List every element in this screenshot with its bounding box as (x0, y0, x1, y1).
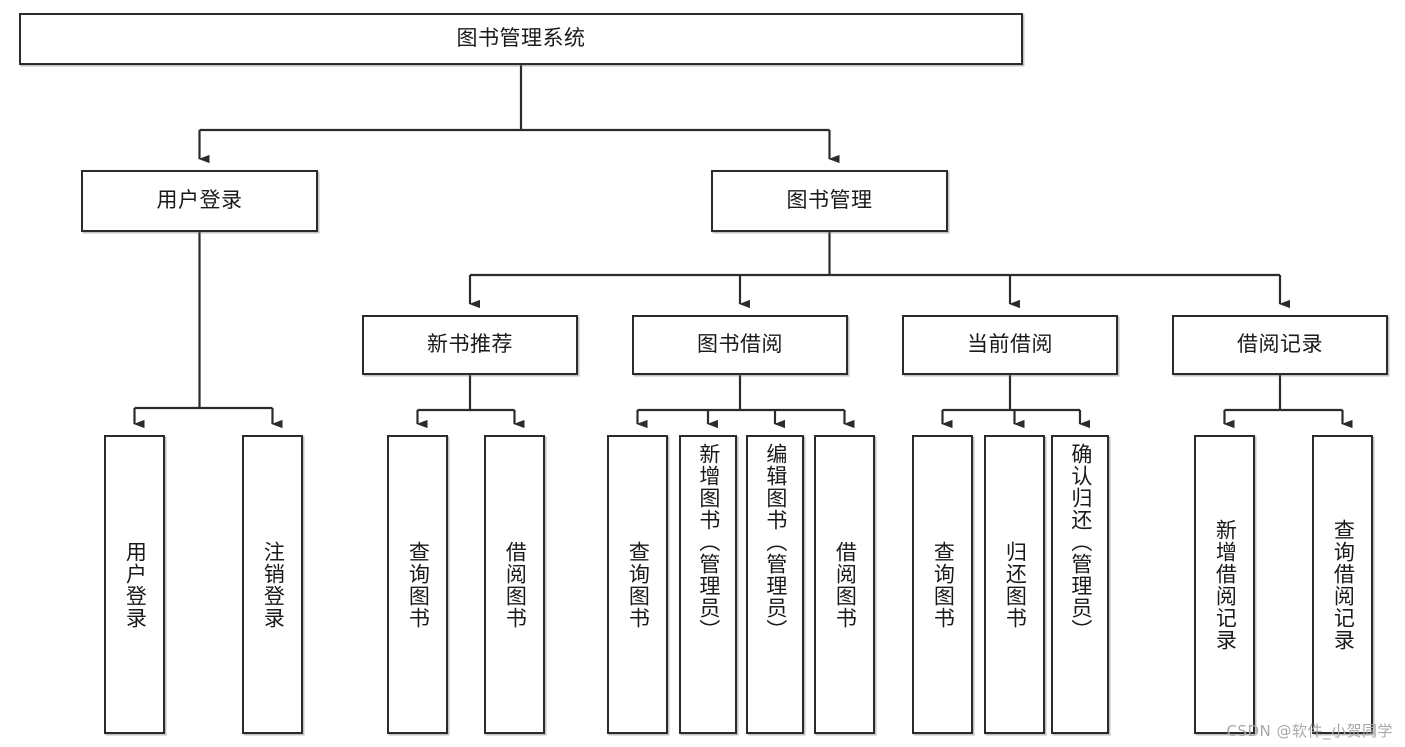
node-label: 确认归还（管理员） (1068, 443, 1093, 641)
node-book-borrow[interactable]: 图书借阅 (632, 315, 848, 375)
node-label: 查询图书 (931, 540, 956, 629)
node-label: 编辑图书（管理员） (763, 443, 788, 641)
node-leaf-add-book-admin[interactable]: 新增图书（管理员） (679, 435, 737, 734)
node-label: 新增借阅记录 (1213, 518, 1238, 651)
node-leaf-user-login[interactable]: 用户登录 (104, 435, 165, 734)
node-label: 用户登录 (156, 188, 243, 213)
node-leaf-query-borrow-record[interactable]: 查询借阅记录 (1312, 435, 1373, 734)
csdn-watermark: CSDN @软件_小贺同学 (1226, 722, 1393, 740)
node-label: 用户登录 (123, 540, 148, 629)
node-label: 当前借阅 (967, 332, 1053, 357)
node-label: 查询图书 (406, 540, 431, 629)
node-label: 新增图书（管理员） (696, 443, 721, 641)
node-label: 图书管理 (786, 188, 873, 213)
node-leaf-borrow-book-rec[interactable]: 借阅图书 (484, 435, 545, 734)
node-book-manage[interactable]: 图书管理 (711, 170, 948, 232)
node-leaf-query-book-borrow[interactable]: 查询图书 (607, 435, 668, 734)
node-leaf-confirm-return-admin[interactable]: 确认归还（管理员） (1051, 435, 1109, 734)
node-leaf-query-book-rec[interactable]: 查询图书 (387, 435, 448, 734)
node-current-borrow[interactable]: 当前借阅 (902, 315, 1118, 375)
node-label: 图书管理系统 (456, 26, 586, 51)
node-label: 借阅图书 (503, 540, 528, 629)
node-leaf-borrow-book[interactable]: 借阅图书 (814, 435, 875, 734)
node-leaf-add-borrow-record[interactable]: 新增借阅记录 (1194, 435, 1255, 734)
node-leaf-query-book-cur[interactable]: 查询图书 (912, 435, 973, 734)
node-new-book-recommend[interactable]: 新书推荐 (362, 315, 578, 375)
node-leaf-return-book[interactable]: 归还图书 (984, 435, 1045, 734)
node-leaf-logout[interactable]: 注销登录 (242, 435, 303, 734)
node-label: 借阅记录 (1237, 332, 1323, 357)
node-user-login[interactable]: 用户登录 (81, 170, 318, 232)
node-label: 查询借阅记录 (1331, 518, 1356, 651)
node-label: 注销登录 (261, 540, 286, 629)
node-label: 归还图书 (1003, 540, 1028, 629)
node-leaf-edit-book-admin[interactable]: 编辑图书（管理员） (746, 435, 804, 734)
node-label: 新书推荐 (427, 332, 513, 357)
node-root[interactable]: 图书管理系统 (19, 13, 1023, 65)
node-label: 借阅图书 (833, 540, 858, 629)
node-borrow-record[interactable]: 借阅记录 (1172, 315, 1388, 375)
node-label: 查询图书 (626, 540, 651, 629)
node-label: 图书借阅 (697, 332, 783, 357)
